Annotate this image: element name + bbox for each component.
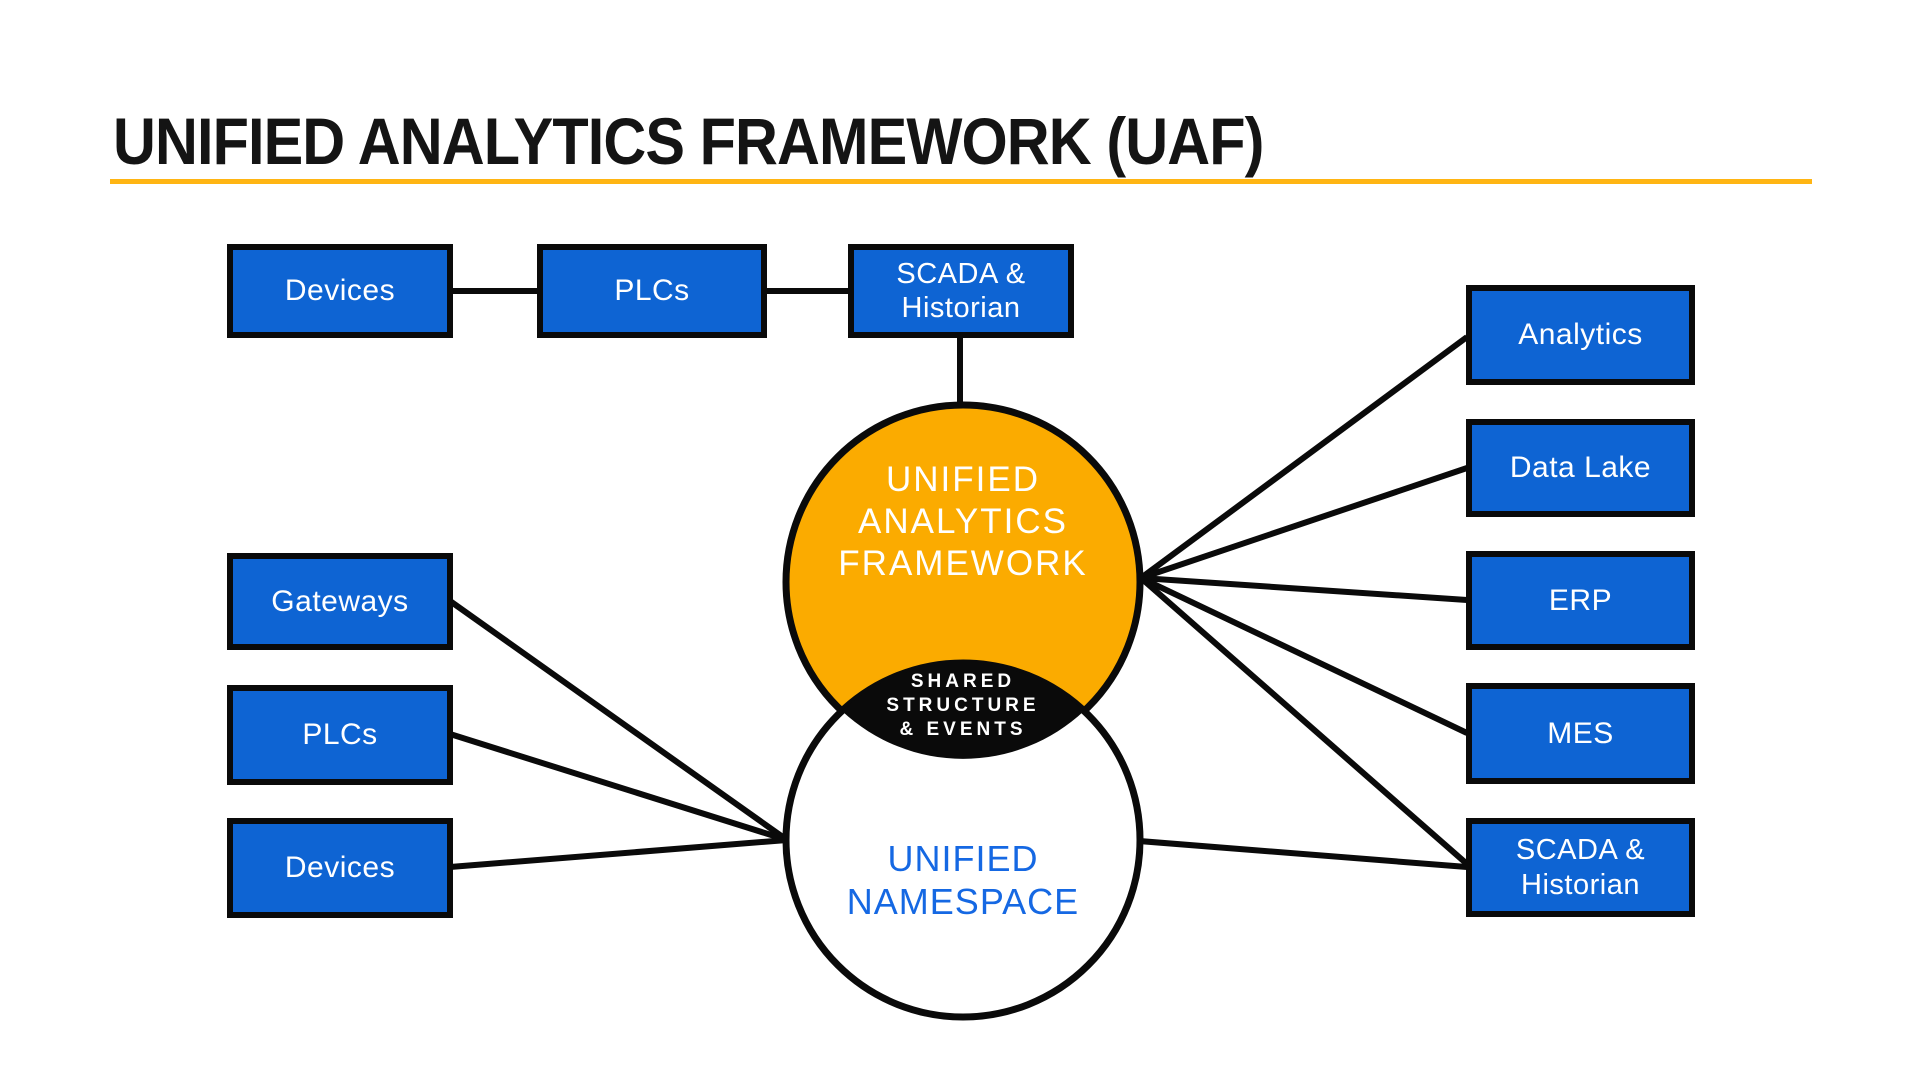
connector-uns-scada (1138, 838, 1468, 870)
uaf-circle-label: UNIFIED ANALYTICS FRAMEWORK (783, 459, 1143, 585)
page-title: UNIFIED ANALYTICS FRAMEWORK (UAF) (113, 104, 1264, 178)
node-top-devices: Devices (227, 244, 453, 338)
overlap-label-line: & EVENTS (899, 719, 1027, 740)
node-left-gateways: Gateways (227, 553, 453, 650)
connector-uaf-mes (1139, 575, 1469, 736)
uns-circle (782, 659, 1144, 1021)
connector-uaf-scada (1139, 575, 1469, 867)
node-right-analytics: Analytics (1466, 285, 1695, 385)
uaf-label-line: ANALYTICS (858, 502, 1068, 541)
connector-uaf-datalake (1140, 465, 1468, 581)
node-label: Analytics (1518, 318, 1643, 352)
node-top-scada-historian: SCADA & Historian (848, 244, 1074, 338)
node-left-devices: Devices (227, 818, 453, 918)
node-label: SCADA & Historian (896, 257, 1026, 324)
node-label: PLCs (302, 718, 378, 752)
overlap-label-line: STRUCTURE (886, 695, 1040, 716)
uaf-label-line: FRAMEWORK (838, 544, 1088, 583)
node-right-mes: MES (1466, 683, 1695, 784)
node-label: Gateways (271, 584, 409, 618)
node-label: ERP (1548, 583, 1613, 617)
overlap-label: SHARED STRUCTURE & EVENTS (813, 670, 1113, 742)
overlap-label-line: SHARED (910, 671, 1016, 692)
node-right-erp: ERP (1466, 551, 1695, 650)
connector-gateways-uns (448, 598, 789, 843)
overlap-lens (842, 663, 1084, 759)
node-label: PLCs (614, 274, 690, 308)
title-underline (110, 179, 1812, 184)
connector-devices-uns (449, 837, 788, 870)
node-label: SCADA & Historian (1515, 834, 1646, 901)
node-label: MES (1547, 716, 1614, 750)
node-label: Devices (284, 851, 396, 885)
node-right-scada-historian: SCADA & Historian (1466, 818, 1695, 917)
node-top-plcs: PLCs (537, 244, 767, 338)
uns-label-line: NAMESPACE (846, 881, 1080, 922)
node-left-plcs: PLCs (227, 685, 453, 785)
connector-plcs-uns (449, 731, 788, 843)
node-label: Data Lake (1509, 451, 1652, 485)
node-right-data-lake: Data Lake (1466, 419, 1695, 517)
node-label: Devices (284, 274, 396, 308)
connector-uaf-analytics (1139, 334, 1469, 581)
uns-circle-label: UNIFIED NAMESPACE (783, 837, 1143, 923)
uns-label-line: UNIFIED (887, 838, 1039, 879)
connector-uaf-erp (1140, 575, 1468, 603)
uaf-label-line: UNIFIED (886, 460, 1040, 499)
